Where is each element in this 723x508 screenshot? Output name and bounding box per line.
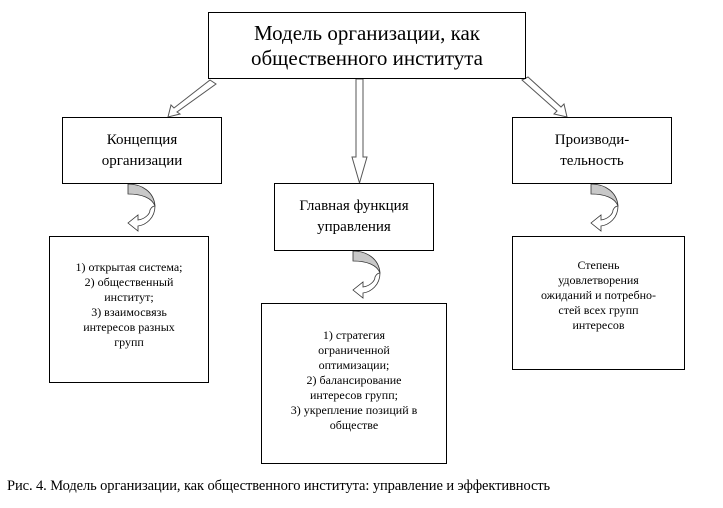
function-heading-line: управления: [317, 219, 391, 235]
concept-detail-line: 2) общественный: [84, 274, 174, 289]
productivity-detail-line: удовлетворения: [558, 272, 639, 287]
curved-arrow-function: [352, 250, 381, 299]
concept-heading-line: организации: [101, 152, 183, 169]
productivity-detail-line: ожиданий и потребно-: [540, 287, 657, 302]
title-line: Модель организации, как: [253, 20, 480, 45]
function-detail-line: 2) балансирование: [306, 373, 402, 387]
arrow-title-to-productivity: [521, 76, 568, 118]
title-line: общественного института: [251, 45, 483, 70]
productivity-box: Производи- тельность: [512, 117, 672, 184]
concept-detail-line: 1) открытая система;: [75, 259, 183, 274]
curved-arrow-concept: [127, 183, 156, 232]
function-detail-line: обществе: [329, 418, 379, 432]
productivity-heading-line: тельность: [560, 152, 624, 169]
function-detail-box: 1) стратегия ограниченной оптимизации; 2…: [261, 303, 447, 464]
function-detail-line: интересов групп;: [310, 388, 398, 402]
concept-detail-line: групп: [114, 334, 144, 349]
concept-detail-line: 3) взаимосвязь: [91, 304, 167, 319]
concept-heading-line: Концепция: [106, 131, 178, 148]
curved-arrow-productivity: [590, 183, 619, 232]
concept-detail-line: интересов разных: [83, 319, 175, 334]
arrow-title-to-function: [351, 78, 368, 185]
function-heading-line: Главная функция: [299, 198, 409, 214]
concept-detail-line: институт;: [104, 289, 154, 304]
productivity-detail-line: стей всех групп: [558, 302, 639, 317]
function-detail-line: 3) укрепление позиций в: [290, 403, 418, 417]
productivity-detail-line: интересов: [572, 317, 625, 332]
productivity-heading-line: Производи-: [554, 131, 630, 148]
arrow-title-to-concept: [167, 79, 217, 118]
function-detail-line: 1) стратегия: [322, 328, 386, 342]
title-box: Модель организации, как общественного ин…: [208, 12, 526, 79]
productivity-detail-box: Степень удовлетворения ожиданий и потреб…: [512, 236, 685, 370]
productivity-detail-line: Степень: [577, 257, 620, 272]
function-detail-line: ограниченной: [318, 343, 390, 357]
concept-box: Концепция организации: [62, 117, 222, 184]
main-function-box: Главная функция управления: [274, 183, 434, 251]
concept-detail-box: 1) открытая система; 2) общественный инс…: [49, 236, 209, 383]
figure-caption: Рис. 4. Модель организации, как обществе…: [7, 478, 551, 494]
function-detail-line: оптимизации;: [318, 358, 390, 372]
